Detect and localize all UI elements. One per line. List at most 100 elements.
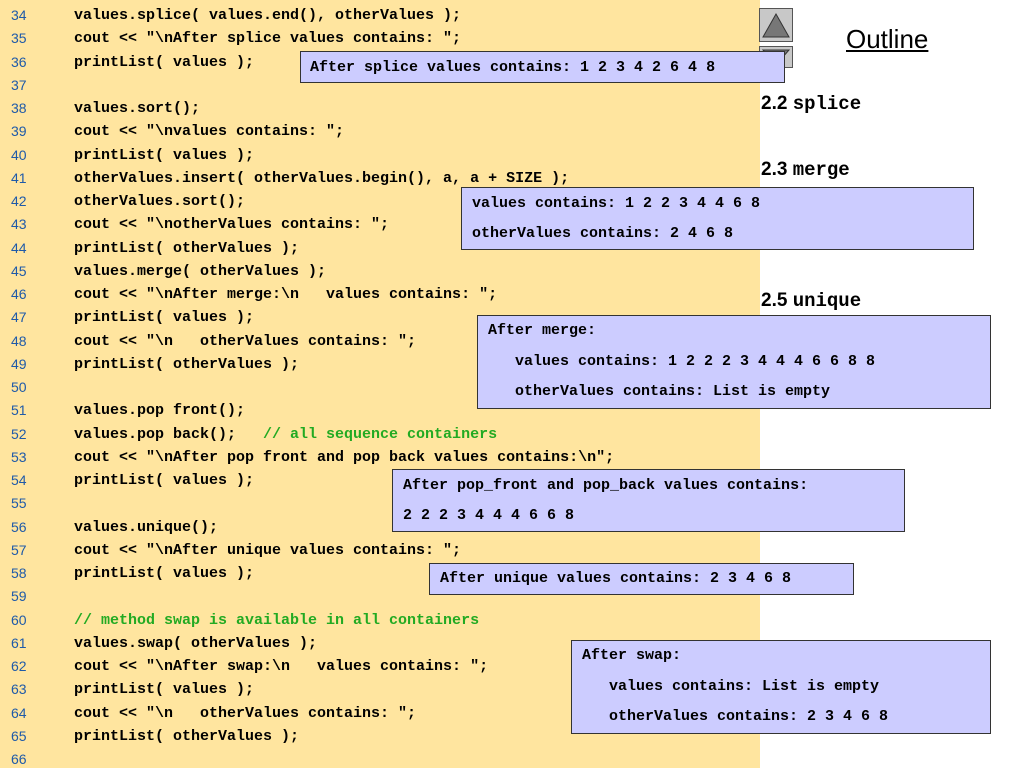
code-text: printList( otherValues ); (74, 725, 299, 748)
output-line: 2 2 2 3 4 4 4 6 6 8 (403, 507, 575, 524)
code-line: 60 // method swap is available in all con… (0, 609, 760, 632)
triangle-up-icon (762, 12, 790, 38)
line-number: 63 (11, 681, 27, 698)
code-statement: values.pop front(); (74, 402, 246, 420)
code-line: 43 cout << "\notherValues contains: "; (0, 213, 760, 236)
code-statement: cout << "\nAfter swap:\n values contains… (74, 658, 489, 675)
output-box-splice: After splice values contains: 1 2 3 4 2 … (300, 51, 785, 83)
code-line: 62 cout << "\nAfter swap:\n values contai… (0, 655, 760, 678)
code-text: values.unique(); (74, 516, 218, 539)
code-text: otherValues.sort(); (74, 190, 245, 213)
code-statement: values.splice( values.end(), otherValues… (74, 7, 462, 24)
code-statement: printList( values ); (74, 146, 255, 164)
code-text: values.sort(); (74, 97, 200, 120)
output-line: otherValues contains: 2 4 6 8 (472, 225, 734, 242)
code-statement: values.unique(); (74, 518, 219, 536)
code-line: 59 (0, 585, 760, 608)
outline-item-code: splice (792, 93, 862, 115)
line-number: 35 (11, 30, 27, 47)
code-statement: printList( values ); (74, 681, 255, 699)
code-statement: printList( otherValues ); (74, 239, 300, 257)
outline-item-splice[interactable]: 2.2 splice (761, 93, 861, 115)
code-text: printList( values ); (74, 678, 254, 701)
line-number: 48 (11, 332, 27, 349)
outline-item-code: merge (792, 159, 850, 181)
output-box-swap: After swap: values contains: List is emp… (571, 640, 991, 734)
line-number: 41 (11, 169, 27, 186)
code-statement: otherValues.sort(); (74, 193, 246, 210)
code-line: 50 (0, 376, 760, 399)
line-number: 43 (11, 216, 27, 233)
line-number: 49 (11, 355, 27, 372)
output-line: After merge: (488, 322, 597, 339)
line-number: 64 (11, 704, 27, 721)
code-statement: printList( otherValues ); (74, 355, 300, 373)
code-statement: printList( values ); (74, 472, 255, 489)
outline-item-code: unique (792, 290, 862, 312)
line-number: 44 (11, 239, 27, 256)
code-line: 36 printList( values ); (0, 51, 760, 74)
code-line: 39 cout << "\nvalues contains: "; (0, 120, 760, 143)
output-line: values contains: 1 2 2 2 3 4 4 4 6 6 8 8 (488, 353, 876, 370)
code-statement: cout << "\n otherValues contains: "; (74, 704, 417, 722)
line-number: 37 (11, 76, 27, 93)
outline-item-number: 2.3 (761, 159, 788, 180)
code-text: cout << "\nAfter swap:\n values contains… (74, 655, 488, 678)
line-number: 62 (11, 658, 27, 674)
code-text: values.pop back(); // all sequence conta… (74, 423, 497, 446)
code-line: 44 printList( otherValues ); (0, 237, 760, 260)
line-number: 60 (11, 611, 27, 628)
line-number: 58 (11, 565, 27, 581)
line-number: 36 (11, 53, 27, 70)
code-text: cout << "\nAfter pop front and pop back … (74, 446, 614, 469)
code-text: printList( otherValues ); (74, 237, 299, 260)
code-statement: values.merge( otherValues ); (74, 262, 327, 280)
code-text: values.merge( otherValues ); (74, 260, 326, 283)
code-text: cout << "\nAfter unique values contains:… (74, 539, 461, 562)
code-line: 51 values.pop front(); (0, 399, 760, 422)
code-line: 45 values.merge( otherValues ); (0, 260, 760, 283)
outline-item-number: 2.2 (761, 93, 788, 114)
output-line: After unique values contains: 2 3 4 6 8 (440, 570, 792, 587)
output-box-unique: After unique values contains: 2 3 4 6 8 (429, 563, 854, 595)
output-line: After swap: (582, 647, 682, 664)
code-statement: printList( values ); (74, 53, 255, 71)
code-statement: cout << "\nAfter merge:\n values contain… (74, 286, 498, 303)
previous-slide-button[interactable] (759, 8, 793, 42)
output-line: values contains: List is empty (582, 678, 880, 695)
line-number: 56 (11, 518, 27, 535)
line-number: 61 (11, 634, 27, 651)
line-number: 52 (11, 425, 27, 442)
code-line: 58 printList( values ); (0, 562, 760, 585)
line-number: 66 (11, 751, 27, 767)
code-text: cout << "\nAfter merge:\n values contain… (74, 283, 497, 306)
code-text: // method swap is available in all conta… (74, 609, 479, 632)
line-number: 53 (11, 448, 27, 465)
outline-item-unique[interactable]: 2.5 unique (761, 290, 861, 312)
output-line: After pop_front and pop_back values cont… (403, 477, 809, 494)
output-box-merge: After merge: values contains: 1 2 2 2 3 … (477, 315, 991, 409)
outline-item-merge[interactable]: 2.3 merge (761, 159, 850, 181)
code-line: 63 printList( values ); (0, 678, 760, 701)
line-number: 42 (11, 193, 27, 209)
code-line: 42 otherValues.sort(); (0, 190, 760, 213)
line-number: 51 (11, 402, 27, 419)
code-text: printList( values ); (74, 562, 254, 585)
code-statement: cout << "\nvalues contains: "; (74, 123, 345, 141)
code-text: otherValues.insert( otherValues.begin(),… (74, 167, 569, 190)
output-box-sort: values contains: 1 2 2 3 4 4 6 8 otherVa… (461, 187, 974, 250)
code-text: cout << "\notherValues contains: "; (74, 213, 389, 236)
line-number: 45 (11, 262, 27, 279)
code-statement: cout << "\nAfter unique values contains:… (74, 541, 462, 559)
code-line: 41 otherValues.insert( otherValues.begin(… (0, 167, 760, 190)
line-number: 39 (11, 123, 27, 140)
outline-title: Outline (846, 24, 929, 54)
